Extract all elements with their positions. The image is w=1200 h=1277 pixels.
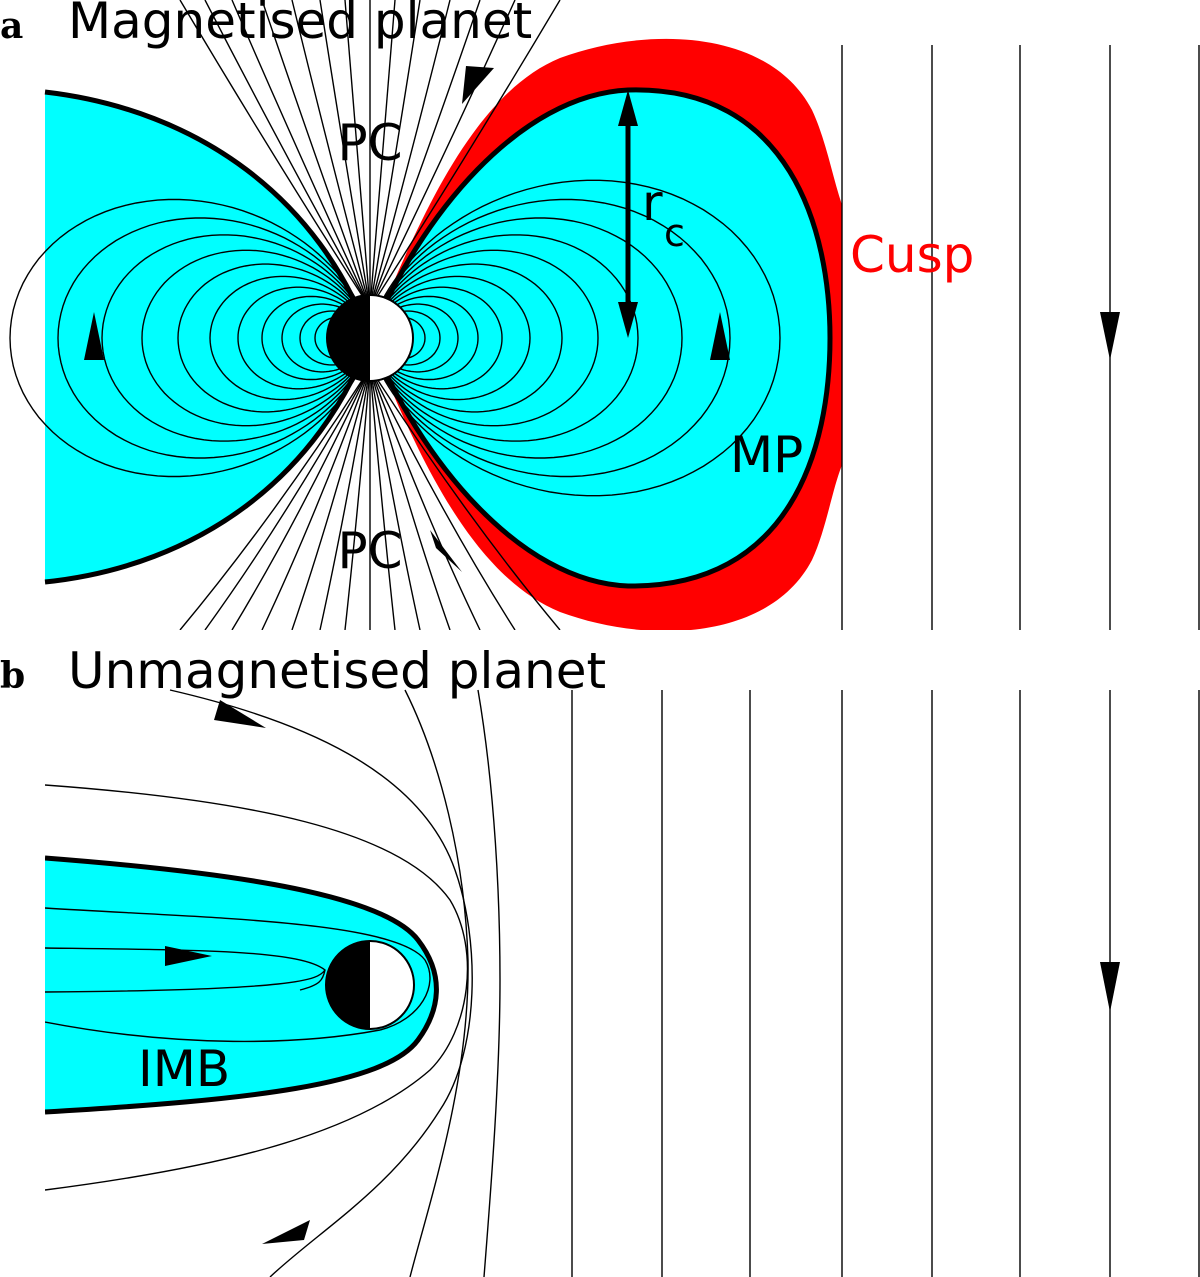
induced-magnetosphere-region [45,858,437,1112]
dipole-field-line [369,263,563,413]
dipole-field-line [369,249,599,427]
polar-cap-field-line [261,0,371,309]
polar-cap-field-line [369,0,421,309]
panel-a-magnetised: a Magnetised planet PC PC Cusp MP r c [0,0,1200,630]
arrow-polar-bottom-icon [430,530,462,572]
arrow-draped-top-icon [214,700,266,728]
arrow-down-imf-b-icon [1100,962,1120,1012]
polar-cap-field-line [369,367,421,630]
polar-cap-field-line [369,367,561,630]
panel-title-a: Magnetised planet [68,0,532,50]
polar-cap-field-line [231,0,371,309]
polar-cap-field-line [369,0,516,309]
planet-unmagnetised [325,940,415,1030]
polar-cap-field-line [369,367,451,630]
arrow-polar-top-icon [462,66,494,104]
polar-cap-field-line [369,0,561,309]
polar-cap-field-line [291,367,371,630]
polar-cap-field-line [319,0,371,309]
polar-cap-field-line [179,367,371,630]
polar-cap-field-line [204,367,371,630]
polar-cap-field-line [369,367,516,630]
dipole-field-line [101,234,371,442]
polar-cap-field-line [369,0,481,309]
label-pc-bottom: PC [337,522,402,580]
polar-cap-field-lines [179,0,561,630]
dipole-field-line [177,263,371,413]
label-cusp: Cusp [850,226,974,284]
dipole-field-line [369,234,639,442]
arrow-tail-icon [165,946,212,966]
panel-letter-b: b [0,655,25,697]
polar-cap-field-line [369,0,451,309]
panel-b-unmagnetised: IMB b Unmagnetised planet [0,642,1200,1277]
polar-cap-field-line [204,0,371,309]
dipole-field-line [369,198,731,478]
panel-letter-a: a [0,5,23,47]
polar-cap-field-line [291,0,371,309]
polar-cap-field-line [179,0,371,309]
panel-title-b: Unmagnetised planet [68,642,606,700]
magnetosphere-nightside [45,92,370,582]
polar-cap-field-line [319,367,371,630]
label-radius-subscript: c [664,211,685,255]
polar-cap-field-line [344,367,371,630]
imb-outline [45,855,439,1115]
magnetosphere-dayside [370,89,830,587]
draped-field-lines [45,689,501,1277]
arrow-up-right-icon [710,312,730,360]
imf-field-lines-b [571,690,1200,1277]
dipole-field-line [369,179,781,497]
polar-cap-field-line [369,367,481,630]
dipole-field-line [369,217,683,459]
radius-arrow [618,90,638,338]
arrow-up-left-icon [84,312,104,360]
dipole-field-line [141,249,371,427]
label-imb: IMB [138,1040,230,1098]
arrow-down-imf-icon [1100,312,1120,360]
planet-magnetised [326,294,414,382]
polar-cap-field-line [261,367,371,630]
dipole-field-line [57,217,371,459]
label-pc-top: PC [337,114,402,172]
polar-cap-field-line [369,367,396,630]
label-radius: r [642,174,663,232]
dipole-field-line [9,198,371,478]
polar-cap-field-line [369,0,396,309]
polar-cap-field-line [344,0,371,309]
label-mp: MP [730,426,803,484]
polar-cap-field-line [231,367,371,630]
magnetopause-outline [367,87,833,589]
imf-field-lines-a [841,45,1200,630]
arrow-draped-bottom-icon [262,1220,310,1244]
